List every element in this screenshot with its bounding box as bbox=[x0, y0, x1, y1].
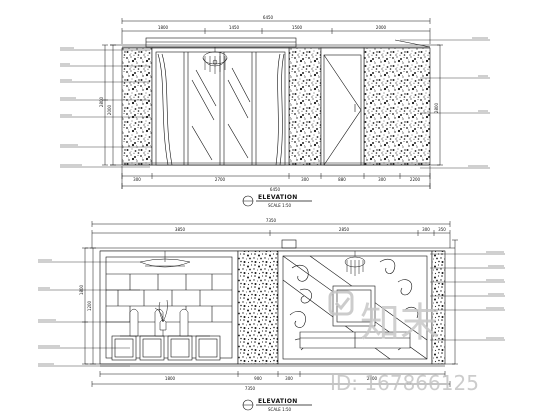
top-elev-dimension-bottom bbox=[121, 166, 431, 189]
bottom-elev-bdim-4: 2800 bbox=[367, 376, 378, 381]
bottom-elev-floor bbox=[85, 363, 455, 367]
top-elev-dim-seg-3: 1500 bbox=[292, 25, 303, 30]
top-elev-glass-doors bbox=[151, 47, 290, 166]
top-elev-scale: SCALE 1:50 bbox=[268, 203, 292, 208]
bottom-elev-overall-dim-bottom: 7350 bbox=[245, 386, 256, 391]
top-elev-bdim-3: 300 bbox=[301, 177, 309, 182]
bottom-elev-dining-set bbox=[120, 299, 210, 337]
bottom-elev-bdim-3: 300 bbox=[285, 376, 293, 381]
bottom-elev-title: ELEVATION bbox=[258, 398, 298, 405]
top-elev-left-dim-2: 2000 bbox=[107, 104, 112, 115]
top-elevation: 6450 1800 1450 1500 2000 bbox=[60, 15, 490, 208]
top-elev-dim-seg-1: 1800 bbox=[158, 25, 169, 30]
top-elev-dim-seg-4: 2000 bbox=[376, 25, 387, 30]
top-elev-stone-panel-mid bbox=[288, 47, 322, 166]
top-elev-title-block: ELEVATION SCALE 1:50 bbox=[242, 194, 312, 208]
top-elev-bdim-5: 300 bbox=[378, 177, 386, 182]
top-elev-overall-dim-top: 6450 bbox=[263, 15, 274, 20]
top-elev-cornice bbox=[110, 37, 440, 48]
watermark-logo-icon bbox=[328, 290, 354, 316]
top-elev-dim-seg-2: 1450 bbox=[229, 25, 240, 30]
top-elev-right-dim: 2800 bbox=[434, 102, 439, 113]
top-elev-title: ELEVATION bbox=[258, 194, 298, 201]
bottom-elev-left-dim-1: 1800 bbox=[79, 284, 84, 295]
top-elev-stone-panel-right bbox=[363, 47, 431, 166]
bottom-elev-dim-seg-4: 350 bbox=[438, 227, 446, 232]
top-elev-dimension-right bbox=[437, 44, 443, 166]
bottom-elev-pendant-light bbox=[139, 251, 191, 268]
bottom-elev-bdim-2: 900 bbox=[254, 376, 262, 381]
top-elev-door bbox=[320, 47, 365, 166]
bottom-elev-dim-seg-1: 3850 bbox=[175, 227, 186, 232]
top-elev-bdim-1: 300 bbox=[133, 177, 141, 182]
watermark-id: ID: 167866125 bbox=[330, 371, 479, 395]
bottom-elev-bdim-1: 1800 bbox=[165, 376, 176, 381]
bottom-elev-scale: SCALE 1:50 bbox=[268, 407, 292, 412]
top-elev-callouts-left bbox=[60, 47, 150, 168]
bottom-elev-shelving bbox=[99, 250, 239, 365]
bottom-elev-dimension-top bbox=[91, 221, 451, 248]
bottom-elev-dimension-right bbox=[452, 239, 458, 365]
top-elev-stone-panel-left bbox=[121, 47, 153, 166]
bottom-elev-callouts-right bbox=[430, 251, 505, 341]
top-elev-bdim-4: 880 bbox=[338, 177, 346, 182]
bottom-elev-callouts-left bbox=[38, 259, 140, 367]
top-elev-callouts-right bbox=[400, 37, 490, 169]
bottom-elev-dim-seg-2: 2850 bbox=[339, 227, 350, 232]
top-elev-floor bbox=[110, 162, 440, 166]
bottom-elev-overall-dim-top: 7350 bbox=[266, 218, 277, 223]
bottom-elev-title-block: ELEVATION SCALE 1:50 bbox=[242, 398, 312, 412]
watermark: 知末 ID: 167866125 bbox=[328, 290, 479, 395]
watermark-logo-text: 知末 bbox=[360, 300, 440, 346]
bottom-elev-left-dim-2: 1200 bbox=[87, 300, 92, 311]
bottom-elevation: 7350 3850 2850 300 350 bbox=[38, 218, 505, 412]
bottom-elev-ceiling bbox=[85, 239, 455, 252]
top-elev-left-dim-1: 2800 bbox=[99, 96, 104, 107]
top-elev-bdim-6: 2200 bbox=[410, 177, 421, 182]
bottom-elev-stone-column bbox=[237, 250, 279, 365]
top-elev-chandelier bbox=[202, 47, 228, 74]
top-elev-bdim-2: 2700 bbox=[215, 177, 226, 182]
top-elev-overall-dim-bottom: 6450 bbox=[270, 187, 281, 192]
top-elev-dimension-top bbox=[121, 18, 431, 44]
bottom-elev-dim-seg-3: 300 bbox=[422, 227, 430, 232]
bottom-elev-chandelier bbox=[344, 251, 366, 276]
bottom-elev-dimension-bottom bbox=[91, 371, 451, 387]
